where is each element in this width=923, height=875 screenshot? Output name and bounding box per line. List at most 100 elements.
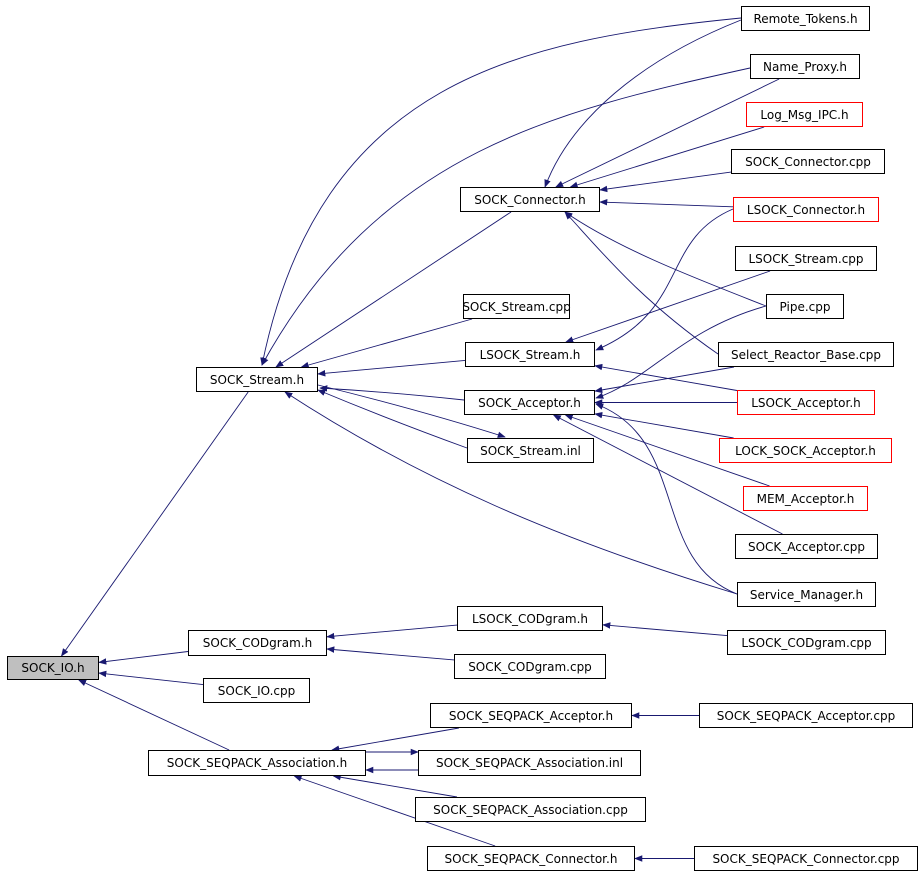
node-service-manager-h[interactable]: Service_Manager.h <box>737 582 876 607</box>
node-label: LSOCK_CODgram.h <box>471 611 589 626</box>
node-label: LSOCK_Stream.cpp <box>748 251 864 266</box>
node-label: Select_Reactor_Base.cpp <box>731 347 881 362</box>
node-label: SOCK_IO.h <box>21 661 85 675</box>
node-sock-acceptor-cpp[interactable]: SOCK_Acceptor.cpp <box>735 534 878 559</box>
node-label: SOCK_Stream.cpp <box>462 299 571 314</box>
node-sock-codgram-cpp[interactable]: SOCK_CODgram.cpp <box>454 654 606 679</box>
node-sock-seqpack-assoc-h[interactable]: SOCK_SEQPACK_Association.h <box>148 750 366 776</box>
edge-sock_connector_h-to-sock_stream_h <box>275 211 512 368</box>
edge-name_proxy_h-to-sock_connector_h <box>555 78 780 188</box>
edge-select_reactor_base_cpp-to-sock_connector_h <box>564 211 719 355</box>
node-lsock-codgram-cpp[interactable]: LSOCK_CODgram.cpp <box>727 630 886 655</box>
node-label: SOCK_Stream.h <box>209 372 305 387</box>
node-label: SOCK_SEQPACK_Connector.cpp <box>712 851 900 866</box>
edge-remote_tokens_h-to-sock_stream_h <box>260 17 742 366</box>
node-lsock-codgram-h[interactable]: LSOCK_CODgram.h <box>457 606 603 631</box>
node-label: SOCK_SEQPACK_Association.inl <box>435 756 624 770</box>
node-label: SOCK_Stream.inl <box>480 443 581 458</box>
node-label: SOCK_SEQPACK_Association.cpp <box>433 802 628 817</box>
edge-log_msg_ipc_h-to-sock_connector_h <box>569 126 765 188</box>
node-label: SOCK_SEQPACK_Acceptor.h <box>448 708 614 723</box>
edge-select_reactor_base_cpp-to-sock_acceptor_h <box>594 366 735 394</box>
node-label: LSOCK_Connector.h <box>746 202 866 217</box>
node-label: SOCK_Acceptor.cpp <box>747 539 866 554</box>
node-sock-seqpack-connector-cpp[interactable]: SOCK_SEQPACK_Connector.cpp <box>694 846 918 871</box>
node-label: SOCK_Connector.h <box>474 192 586 207</box>
edge-sock_io_cpp-to-sock_io_h <box>98 670 204 686</box>
edge-sock_acceptor_cpp-to-sock_acceptor_h <box>552 414 783 535</box>
node-label: SOCK_Connector.cpp <box>745 154 871 169</box>
edge-remote_tokens_h-to-sock_connector_h <box>544 19 742 188</box>
node-label: SOCK_SEQPACK_Acceptor.cpp <box>716 708 896 723</box>
node-label: Pipe.cpp <box>779 299 831 314</box>
edge-pipe_cpp-to-sock_acceptor_h <box>595 305 767 399</box>
node-mem-acceptor-h[interactable]: MEM_Acceptor.h <box>743 486 868 511</box>
node-lsock-stream-cpp[interactable]: LSOCK_Stream.cpp <box>735 246 877 271</box>
node-sock-seqpack-acceptor-cpp[interactable]: SOCK_SEQPACK_Acceptor.cpp <box>699 703 913 728</box>
edge-sock_codgram_cpp-to-sock_codgram_h <box>326 646 455 661</box>
edge-service_manager_h-to-sock_stream_h <box>284 391 738 595</box>
node-sock-seqpack-acceptor-h[interactable]: SOCK_SEQPACK_Acceptor.h <box>430 703 632 728</box>
node-sock-io-h: SOCK_IO.h <box>7 656 99 680</box>
node-label: LSOCK_CODgram.cpp <box>741 635 872 650</box>
node-label: SOCK_CODgram.h <box>202 636 313 650</box>
node-label: Name_Proxy.h <box>763 59 847 74</box>
edge-sock_acceptor_h-to-sock_stream_h <box>319 385 465 401</box>
node-label: SOCK_SEQPACK_Connector.h <box>444 851 618 866</box>
edge-pipe_cpp-to-sock_connector_h <box>564 211 767 307</box>
node-name-proxy-h[interactable]: Name_Proxy.h <box>750 54 860 79</box>
node-log-msg-ipc-h[interactable]: Log_Msg_IPC.h <box>746 102 863 127</box>
edge-lsock_stream_h-to-sock_stream_h <box>317 360 466 377</box>
edge-sock_stream_h-to-sock_stream_inl <box>317 384 506 438</box>
edge-name_proxy_h-to-sock_stream_h <box>261 67 751 366</box>
edge-lsock_connector_h-to-lsock_stream_h <box>595 208 734 351</box>
edge-sock_connector_cpp-to-sock_connector_h <box>599 171 732 193</box>
edge-sock_seqpack_connector_h-to-sock_seqpack_assoc_h <box>293 775 496 847</box>
node-label: SOCK_Acceptor.h <box>478 395 581 410</box>
edge-sock_stream_inl-to-sock_stream_h <box>317 389 468 449</box>
node-sock-codgram-h[interactable]: SOCK_CODgram.h <box>188 630 327 656</box>
node-remote-tokens-h[interactable]: Remote_Tokens.h <box>741 6 870 31</box>
edge-mem_acceptor_h-to-sock_acceptor_h <box>564 414 770 487</box>
node-label: LSOCK_Stream.h <box>479 347 581 362</box>
node-lsock-acceptor-h[interactable]: LSOCK_Acceptor.h <box>737 390 875 415</box>
edge-service_manager_h-to-sock_acceptor_h <box>595 403 738 595</box>
node-sock-stream-h[interactable]: SOCK_Stream.h <box>196 367 318 392</box>
node-lock-sock-acceptor-h[interactable]: LOCK_SOCK_Acceptor.h <box>719 438 892 463</box>
node-label: Log_Msg_IPC.h <box>760 107 849 122</box>
node-label: SOCK_CODgram.cpp <box>468 659 592 674</box>
node-lsock-stream-h[interactable]: LSOCK_Stream.h <box>465 342 595 367</box>
node-sock-seqpack-assoc-cpp[interactable]: SOCK_SEQPACK_Association.cpp <box>415 797 646 822</box>
node-sock-connector-cpp[interactable]: SOCK_Connector.cpp <box>731 149 885 174</box>
edge-lsock_codgram_cpp-to-lsock_codgram_h <box>602 622 728 637</box>
node-sock-connector-h[interactable]: SOCK_Connector.h <box>460 187 600 212</box>
edge-sock_codgram_h-to-sock_io_h <box>98 651 189 665</box>
node-select-reactor-base-cpp[interactable]: Select_Reactor_Base.cpp <box>718 342 894 367</box>
node-label: SOCK_IO.cpp <box>217 683 296 698</box>
node-label: Service_Manager.h <box>749 587 864 602</box>
node-sock-stream-inl[interactable]: SOCK_Stream.inl <box>467 438 594 463</box>
node-label: Remote_Tokens.h <box>753 11 858 26</box>
node-label: MEM_Acceptor.h <box>756 491 855 506</box>
node-pipe-cpp[interactable]: Pipe.cpp <box>766 294 844 319</box>
edge-sock_stream_cpp-to-sock_stream_h <box>300 318 473 369</box>
node-sock-stream-cpp[interactable]: SOCK_Stream.cpp <box>462 294 571 319</box>
node-sock-acceptor-h[interactable]: SOCK_Acceptor.h <box>464 390 595 415</box>
node-label: LOCK_SOCK_Acceptor.h <box>735 443 876 458</box>
edge-sock_seqpack_acceptor_h-to-sock_seqpack_assoc_h <box>331 727 459 752</box>
edge-sock_stream_h-to-sock_io_h <box>61 391 249 657</box>
node-sock-io-cpp[interactable]: SOCK_IO.cpp <box>203 678 310 703</box>
node-lsock-connector-h[interactable]: LSOCK_Connector.h <box>733 197 879 222</box>
edge-lsock_stream_cpp-to-lsock_stream_h <box>565 270 771 343</box>
node-label: LSOCK_Acceptor.h <box>751 395 861 410</box>
edge-lsock_codgram_h-to-sock_codgram_h <box>326 624 458 640</box>
edge-sock_seqpack_assoc_cpp-to-sock_seqpack_assoc_h <box>332 774 458 798</box>
edge-lsock_acceptor_h-to-lsock_stream_h <box>594 363 738 391</box>
node-label: SOCK_SEQPACK_Association.h <box>166 756 348 770</box>
node-sock-seqpack-connector-h[interactable]: SOCK_SEQPACK_Connector.h <box>427 846 635 871</box>
edge-lock_sock_acceptor_h-to-sock_acceptor_h <box>594 411 734 439</box>
edge-lsock_connector_h-to-sock_connector_h <box>599 199 734 208</box>
node-sock-seqpack-assoc-inl[interactable]: SOCK_SEQPACK_Association.inl <box>418 750 641 776</box>
